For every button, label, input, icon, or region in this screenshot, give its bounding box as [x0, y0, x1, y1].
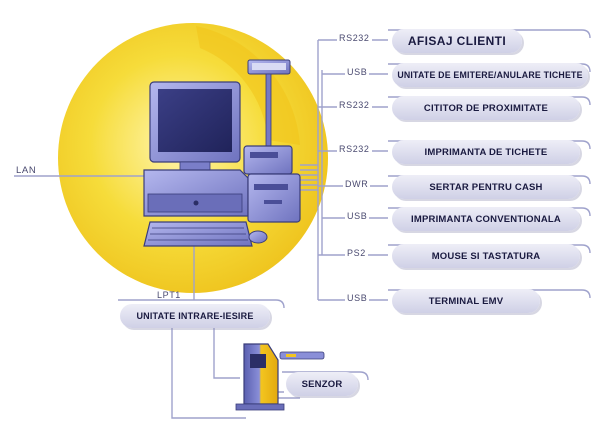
lpt1-label: LPT1	[157, 290, 181, 300]
bus-lines	[300, 29, 591, 301]
lan-label: LAN	[16, 165, 37, 176]
pos-base	[143, 169, 249, 217]
peripheral-cash-drawer: SERTAR PENTRU CASH	[392, 175, 580, 199]
port-label-2: RS232	[337, 100, 372, 111]
peripheral-conventional-printer: IMPRIMANTA CONVENTIONALA	[392, 207, 580, 231]
peripheral-customer-display: AFISAJ CLIENTI	[392, 29, 522, 53]
peripheral-ticket-printer: IMPRIMANTA DE TICHETE	[392, 140, 580, 164]
peripheral-mouse-keyboard: MOUSE SI TASTATURA	[392, 244, 580, 268]
pos-monitor	[149, 81, 241, 171]
io-unit-box: UNITATE INTRARE-IESIRE	[120, 304, 270, 328]
port-label-4: DWR	[343, 179, 371, 190]
port-label-7: USB	[345, 293, 370, 304]
port-label-0: RS232	[337, 33, 372, 44]
port-label-1: USB	[345, 67, 370, 78]
port-label-3: RS232	[337, 144, 372, 155]
peripheral-ticket-issuer: UNITATE DE EMITERE/ANULARE TICHETE	[392, 63, 588, 87]
sensor-device	[235, 343, 325, 411]
mouse	[248, 230, 268, 244]
peripheral-emv-terminal: TERMINAL EMV	[392, 289, 540, 313]
port-label-5: USB	[345, 211, 370, 222]
ticket-printer	[243, 145, 301, 223]
sun-swoosh	[196, 26, 300, 145]
keyboard	[143, 221, 253, 247]
port-label-6: PS2	[345, 248, 368, 259]
customer-display-pole	[247, 59, 291, 147]
peripheral-proximity-reader: CITITOR DE PROXIMITATE	[392, 96, 580, 120]
sensor-box: SENZOR	[286, 372, 358, 396]
